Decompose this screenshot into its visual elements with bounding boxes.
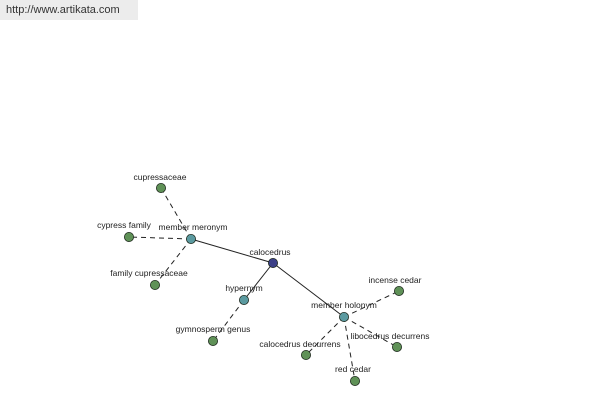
node-family-cupressaceae[interactable]: [149, 279, 160, 290]
node-label-gymnosperm-genus[interactable]: gymnosperm genus: [176, 324, 251, 334]
node-label-cypress-family[interactable]: cypress family: [97, 220, 152, 230]
node-label-calocedrus-decurrens[interactable]: calocedrus decurrens: [259, 339, 340, 349]
edge-member-holonym-incense-cedar: [343, 290, 400, 318]
node-label-incense-cedar[interactable]: incense cedar: [369, 275, 422, 285]
node-hypernym[interactable]: [238, 294, 249, 305]
edge-member-meronym-cupressaceae: [160, 187, 192, 240]
edge-member-holonym-calocedrus-decurrens: [305, 316, 345, 356]
edge-calocedrus-hypernym: [243, 262, 274, 301]
edge-member-meronym-cypress-family: [128, 236, 192, 240]
node-gymnosperm-genus[interactable]: [207, 335, 218, 346]
node-calocedrus-decurrens[interactable]: [300, 349, 311, 360]
node-label-member-holonym[interactable]: member holonym: [311, 300, 377, 310]
node-member-holonym[interactable]: [338, 311, 349, 322]
node-cypress-family[interactable]: [124, 231, 135, 242]
node-label-libocedrus-decurrens[interactable]: libocedrus decurrens: [351, 331, 430, 341]
node-label-calocedrus[interactable]: calocedrus: [249, 247, 290, 257]
node-label-cupressaceae[interactable]: cupressaceae: [134, 172, 187, 182]
node-label-family-cupressaceae[interactable]: family cupressaceae: [110, 268, 188, 278]
node-label-red-cedar[interactable]: red cedar: [335, 364, 371, 374]
node-label-member-meronym[interactable]: member meronym: [159, 222, 228, 232]
node-cupressaceae[interactable]: [155, 182, 166, 193]
node-calocedrus[interactable]: [267, 257, 278, 268]
edge-member-holonym-red-cedar: [343, 316, 356, 382]
node-member-meronym[interactable]: [185, 233, 196, 244]
source-url[interactable]: http://www.artikata.com: [0, 0, 138, 20]
node-libocedrus-decurrens[interactable]: [391, 341, 402, 352]
edge-calocedrus-member-holonym: [272, 262, 345, 318]
node-label-hypernym[interactable]: hypernym: [225, 283, 262, 293]
node-red-cedar[interactable]: [349, 375, 360, 386]
edge-hypernym-gymnosperm-genus: [212, 299, 245, 342]
edge-calocedrus-member-meronym: [190, 238, 274, 264]
edge-member-holonym-libocedrus-decurrens: [343, 316, 398, 348]
node-incense-cedar[interactable]: [393, 285, 404, 296]
edge-member-meronym-family-cupressaceae: [154, 238, 192, 286]
